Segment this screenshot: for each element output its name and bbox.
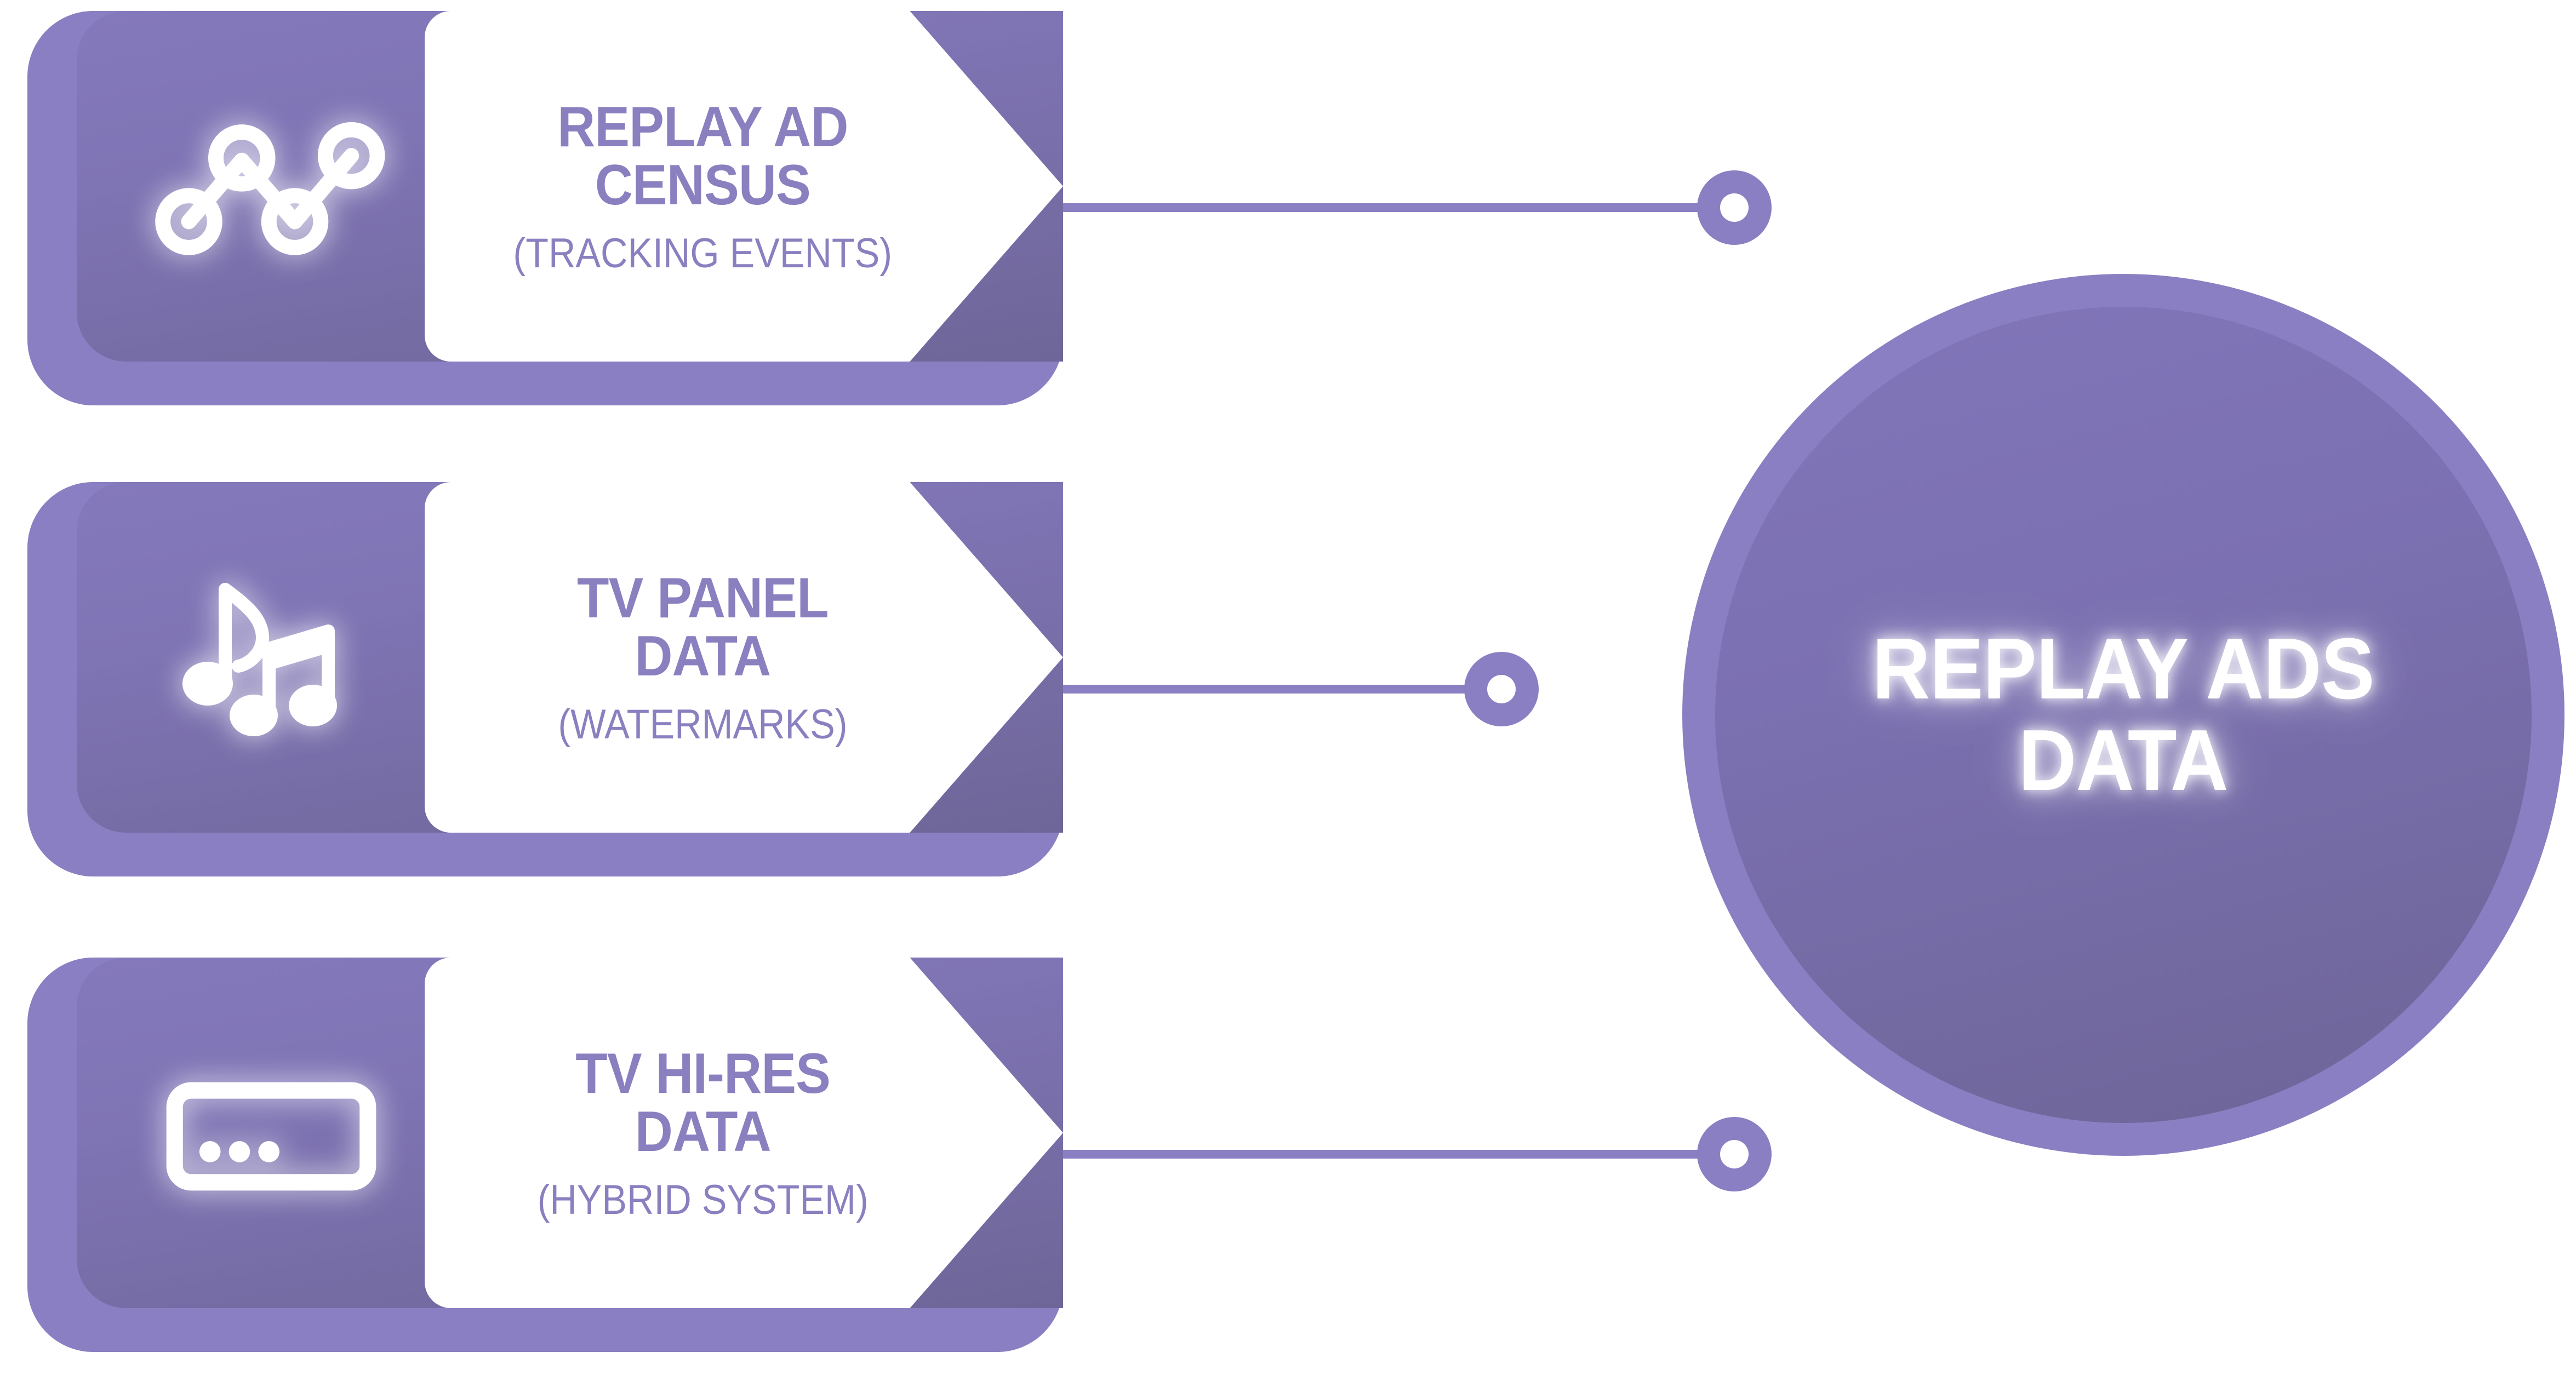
source-card-replay-ad-census[interactable]: REPLAY AD CENSUS (TRACKING EVENTS) (27, 11, 1063, 405)
card-title: TV PANEL DATA (577, 566, 829, 688)
hub-circle-replay-ads-data[interactable]: REPLAY ADS DATA (1682, 274, 2564, 1156)
card-label-panel: REPLAY AD CENSUS (TRACKING EVENTS) (425, 11, 1063, 362)
hub-inner-circle: REPLAY ADS DATA (1715, 307, 2532, 1123)
card-label-panel: TV HI-RES DATA (HYBRID SYSTEM) (425, 958, 1063, 1308)
card-subtitle: (TRACKING EVENTS) (513, 230, 893, 277)
connector-line-tv-panel-data (1063, 685, 1501, 694)
music-notes-icon (153, 570, 389, 745)
line-chart-icon (153, 99, 389, 274)
music-notes-icon-svg (182, 583, 337, 736)
card-inner-panel: TV HI-RES DATA (HYBRID SYSTEM) (77, 958, 1063, 1308)
source-card-tv-panel-data[interactable]: TV PANEL DATA (WATERMARKS) (27, 482, 1063, 876)
connector-node-tv-panel-data (1464, 652, 1539, 726)
card-title: TV HI-RES DATA (575, 1041, 831, 1164)
card-subtitle: (HYBRID SYSTEM) (537, 1177, 869, 1224)
card-inner-panel: REPLAY AD CENSUS (TRACKING EVENTS) (77, 11, 1063, 362)
screen-dots-icon (153, 1045, 389, 1220)
connector-line-tv-hi-res-data (1063, 1150, 1734, 1159)
line-chart-icon-svg (155, 122, 385, 255)
card-label-panel: TV PANEL DATA (WATERMARKS) (425, 482, 1063, 833)
card-subtitle: (WATERMARKS) (558, 701, 848, 748)
hub-label: REPLAY ADS DATA (1872, 620, 2375, 809)
connector-line-replay-ad-census (1063, 203, 1734, 212)
screen-dots-icon-svg (166, 1082, 376, 1191)
card-title: REPLAY AD CENSUS (557, 95, 848, 217)
connector-node-replay-ad-census (1697, 170, 1772, 245)
connector-node-tv-hi-res-data (1697, 1117, 1772, 1191)
card-inner-panel: TV PANEL DATA (WATERMARKS) (77, 482, 1063, 833)
source-card-tv-hi-res-data[interactable]: TV HI-RES DATA (HYBRID SYSTEM) (27, 958, 1063, 1352)
